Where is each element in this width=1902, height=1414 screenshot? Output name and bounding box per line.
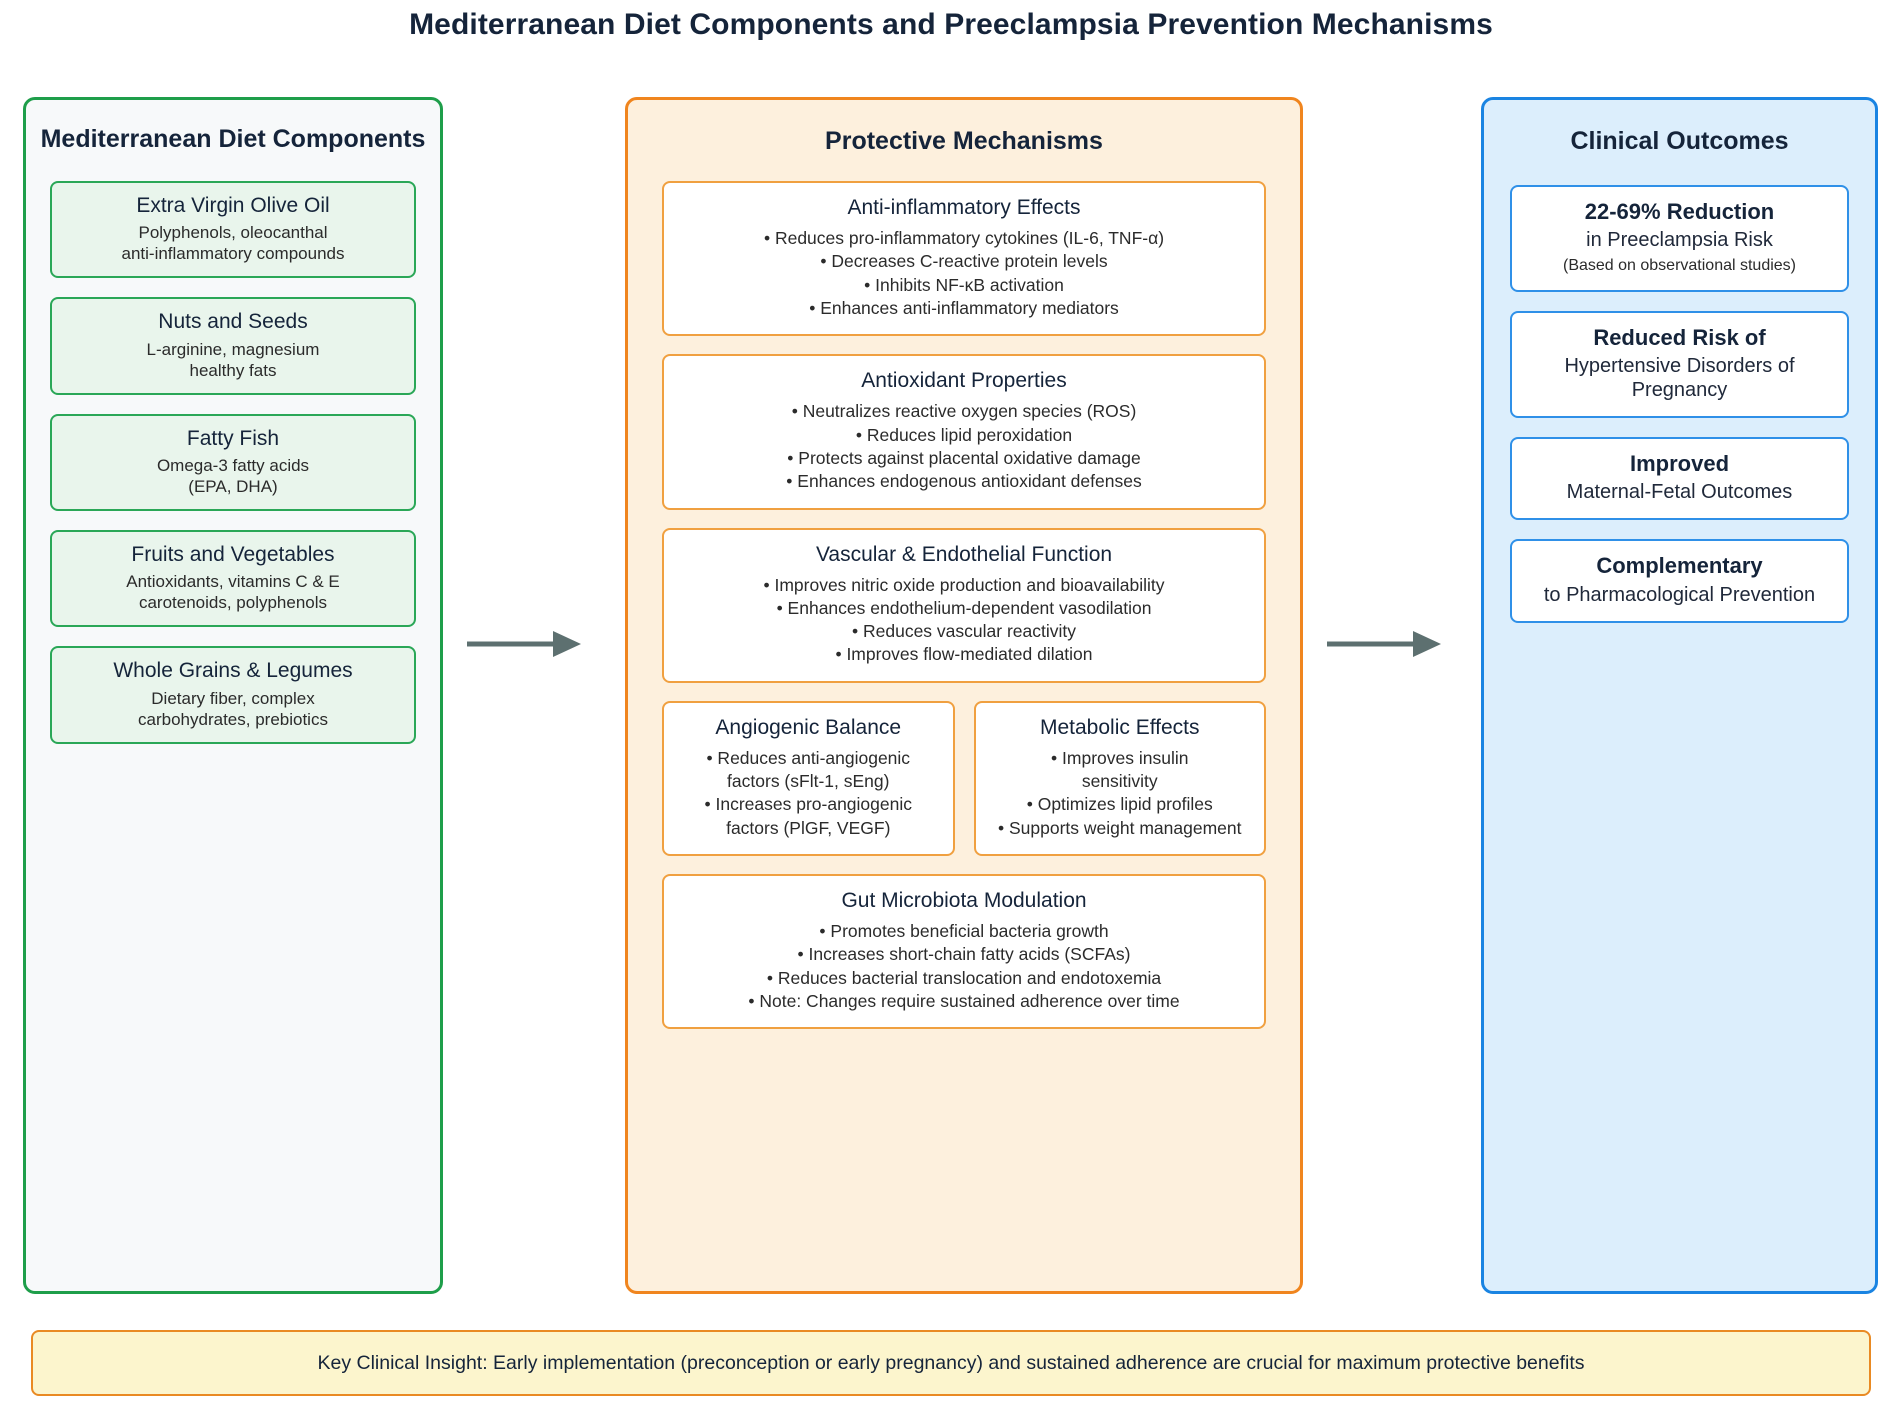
outcome-subtext: Hypertensive Disorders of Pregnancy: [1564, 354, 1795, 401]
mechanism-bullet: • Promotes beneficial bacteria growth: [819, 921, 1109, 942]
mechanism-bullet: • Note: Changes require sustained adhere…: [748, 990, 1180, 1011]
outcome-item[interactable]: Reduced Risk of Hypertensive Disorders o…: [1510, 310, 1849, 418]
diet-component-desc-line2: healthy fats: [189, 360, 277, 380]
mechanism-bullet: • Reduces vascular reactivity: [852, 621, 1076, 642]
mechanism-title: Antioxidant Properties: [861, 369, 1067, 393]
outcome-subtext: to Pharmacological Prevention: [1543, 583, 1816, 606]
arrow-diet-to-mechanisms: [465, 627, 585, 666]
mechanism-bullet: • Reduces bacterial translocation and en…: [766, 967, 1162, 988]
mechanism-pair-row: Angiogenic Balance • Reduces anti-angiog…: [662, 700, 1266, 874]
outcome-item[interactable]: Improved Maternal-Fetal Outcomes: [1510, 436, 1849, 521]
mechanism-bullet: • Neutralizes reactive oxygen species (R…: [791, 401, 1137, 422]
mechanism-title: Vascular & Endothelial Function: [815, 542, 1113, 566]
outcome-subtext: Maternal-Fetal Outcomes: [1566, 481, 1793, 504]
mechanism-bullet: • Enhances anti-inflammatory mediators: [809, 297, 1119, 318]
mechanism-title: Metabolic Effects: [1039, 715, 1200, 739]
diet-components-panel: Mediterranean Diet Components Extra Virg…: [23, 97, 443, 1294]
diet-component-desc-line2: anti-inflammatory compounds: [121, 244, 345, 264]
mechanism-bullet: • Optimizes lipid profiles: [1026, 794, 1213, 815]
mechanisms-list: Anti-inflammatory Effects • Reduces pro-…: [628, 181, 1300, 1030]
key-clinical-insight-banner: Key Clinical Insight: Early implementati…: [31, 1330, 1871, 1396]
mechanism-bullet: • Reduces pro-inflammatory cytokines (IL…: [763, 228, 1165, 249]
page-title: Mediterranean Diet Components and Preecl…: [409, 8, 1493, 41]
outcome-item[interactable]: 22-69% Reduction in Preeclampsia Risk (B…: [1510, 185, 1849, 292]
mechanism-title: Gut Microbiota Modulation: [841, 889, 1087, 912]
mechanism-bullet: factors (sFlt-1, sEng): [727, 771, 890, 792]
outcome-headline: Complementary: [1596, 553, 1763, 579]
outcome-note: (Based on observational studies): [1562, 257, 1797, 275]
mechanism-bullet: factors (PlGF, VEGF): [726, 817, 891, 838]
mechanism-bullet: • Supports weight management: [998, 817, 1242, 838]
mechanism-bullet: • Protects against placental oxidative d…: [787, 447, 1141, 468]
outcome-subtext: in Preeclampsia Risk: [1586, 229, 1773, 252]
diet-component-desc-line1: L-arginine, magnesium: [146, 339, 320, 359]
diet-component-item[interactable]: Fatty Fish Omega-3 fatty acids (EPA, DHA…: [50, 413, 416, 512]
key-clinical-insight-text: Key Clinical Insight: Early implementati…: [317, 1351, 1585, 1374]
mechanism-bullet: • Improves flow-mediated dilation: [835, 644, 1093, 665]
diet-component-item[interactable]: Fruits and Vegetables Antioxidants, vita…: [50, 530, 416, 628]
clinical-outcomes-panel: Clinical Outcomes 22-69% Reduction in Pr…: [1481, 97, 1878, 1294]
mechanism-bullet: • Reduces lipid peroxidation: [855, 424, 1073, 445]
diet-component-desc-line2: carotenoids, polyphenols: [138, 593, 328, 613]
diet-component-desc-line1: Omega-3 fatty acids: [156, 455, 310, 475]
diet-component-name: Whole Grains & Legumes: [113, 659, 353, 683]
protective-mechanisms-panel: Protective Mechanisms Anti-inflammatory …: [625, 97, 1303, 1294]
diet-component-name: Extra Virgin Olive Oil: [136, 194, 330, 217]
diet-component-desc-line1: Antioxidants, vitamins C & E: [126, 572, 340, 592]
diet-components-list: Extra Virgin Olive Oil Polyphenols, oleo…: [26, 181, 440, 744]
mechanism-bullet: • Enhances endogenous antioxidant defens…: [786, 471, 1142, 492]
mechanism-title: Angiogenic Balance: [715, 715, 902, 739]
mechanism-item[interactable]: Vascular & Endothelial Function • Improv…: [662, 527, 1266, 683]
diet-component-desc-line1: Dietary fiber, complex: [151, 688, 315, 708]
mechanism-item[interactable]: Anti-inflammatory Effects • Reduces pro-…: [662, 181, 1266, 337]
clinical-outcomes-heading: Clinical Outcomes: [1570, 127, 1789, 155]
mechanism-item[interactable]: Antioxidant Properties • Neutralizes rea…: [662, 354, 1266, 510]
diet-component-name: Fatty Fish: [186, 426, 280, 450]
outcome-headline: Reduced Risk of: [1593, 324, 1766, 350]
mechanism-bullet: • Increases short-chain fatty acids (SCF…: [797, 944, 1131, 965]
diet-component-desc-line2: (EPA, DHA): [188, 476, 278, 496]
mechanism-title: Anti-inflammatory Effects: [847, 196, 1081, 219]
mechanism-bullet: • Improves nitric oxide production and b…: [763, 574, 1165, 595]
outcome-headline: 22-69% Reduction: [1584, 199, 1775, 224]
diet-component-desc-line1: Polyphenols, oleocanthal: [138, 223, 328, 243]
outcome-item[interactable]: Complementary to Pharmacological Prevent…: [1510, 539, 1849, 623]
protective-mechanisms-heading: Protective Mechanisms: [825, 127, 1103, 155]
mechanism-bullet: • Enhances endothelium-dependent vasodil…: [776, 597, 1152, 618]
diet-component-desc-line2: carbohydrates, prebiotics: [138, 709, 328, 729]
outcome-headline: Improved: [1629, 450, 1730, 476]
diet-components-heading: Mediterranean Diet Components: [40, 125, 426, 153]
arrow-mechanisms-to-outcomes: [1325, 627, 1445, 666]
diet-component-name: Fruits and Vegetables: [131, 543, 335, 567]
diet-component-item[interactable]: Whole Grains & Legumes Dietary fiber, co…: [50, 646, 416, 744]
mechanism-bullet: • Decreases C-reactive protein levels: [820, 251, 1108, 272]
mechanism-item[interactable]: Metabolic Effects • Improves insulin sen…: [973, 700, 1266, 856]
mechanism-bullet: • Inhibits NF-κB activation: [864, 274, 1064, 295]
mechanism-bullet: • Reduces anti-angiogenic: [706, 747, 911, 768]
mechanism-item[interactable]: Gut Microbiota Modulation • Promotes ben…: [662, 874, 1266, 1030]
mechanism-bullet: sensitivity: [1081, 771, 1158, 792]
outcomes-list: 22-69% Reduction in Preeclampsia Risk (B…: [1484, 185, 1875, 623]
mechanism-bullet: • Improves insulin: [1051, 747, 1189, 768]
mechanism-bullet: • Increases pro-angiogenic: [704, 794, 913, 815]
diet-component-name: Nuts and Seeds: [158, 310, 308, 334]
diet-component-item[interactable]: Nuts and Seeds L-arginine, magnesium hea…: [50, 297, 416, 395]
diet-component-item[interactable]: Extra Virgin Olive Oil Polyphenols, oleo…: [50, 181, 416, 279]
mechanism-item[interactable]: Angiogenic Balance • Reduces anti-angiog…: [662, 700, 955, 856]
